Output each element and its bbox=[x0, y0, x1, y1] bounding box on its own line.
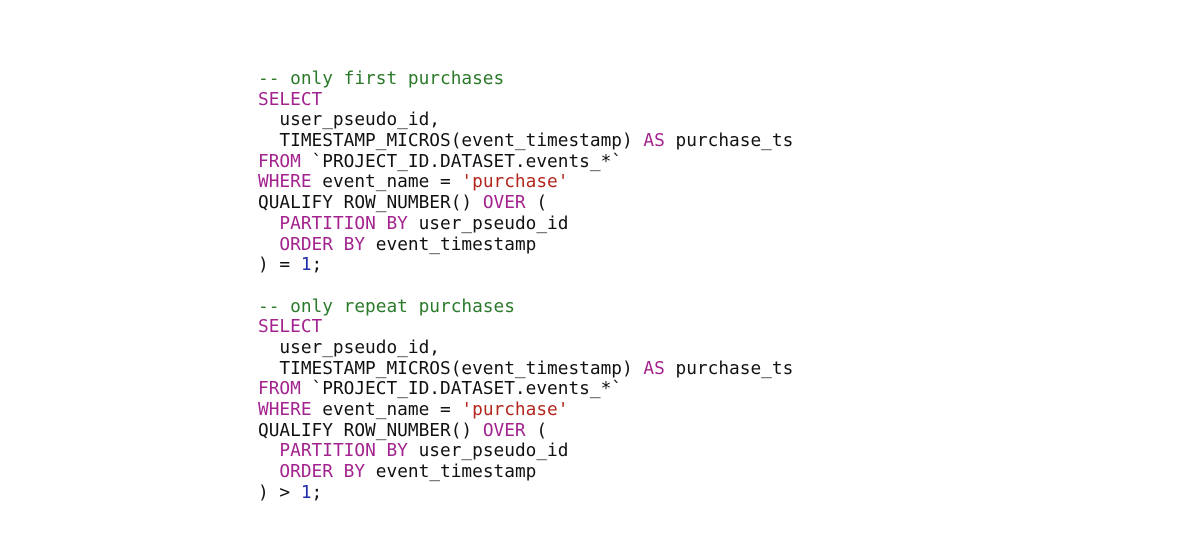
code-line: ORDER BY event_timestamp bbox=[258, 461, 793, 483]
code-line: TIMESTAMP_MICROS(event_timestamp) AS pur… bbox=[258, 130, 794, 152]
code-line: TIMESTAMP_MICROS(event_timestamp) AS pur… bbox=[258, 357, 794, 380]
comment-token: -- only first purchases bbox=[258, 68, 505, 89]
text-token bbox=[258, 213, 279, 234]
text-token: ( bbox=[525, 419, 548, 441]
text-token: user_pseudo_id bbox=[407, 212, 569, 234]
keyword-token: OVER bbox=[482, 419, 526, 441]
code-line: SELECT bbox=[258, 88, 793, 111]
text-token: ; bbox=[311, 481, 323, 503]
text-token: user_pseudo_id, bbox=[258, 336, 440, 358]
keyword-token: AS bbox=[643, 357, 665, 379]
code-line: FROM `PROJECT_ID.DATASET.events_*` bbox=[258, 150, 793, 173]
keyword-token: SELECT bbox=[258, 316, 323, 338]
text-token: QUALIFY ROW_NUMBER() bbox=[258, 419, 483, 441]
text-token: ) > bbox=[258, 481, 301, 503]
text-token: user_pseudo_id, bbox=[258, 109, 440, 131]
keyword-token: WHERE bbox=[258, 171, 312, 193]
keyword-token: OVER bbox=[482, 192, 526, 214]
code-line: ORDER BY event_timestamp bbox=[258, 233, 793, 256]
code-line: PARTITION BY user_pseudo_id bbox=[258, 441, 793, 462]
code-line: PARTITION BY user_pseudo_id bbox=[258, 212, 793, 235]
text-token: event_timestamp bbox=[365, 233, 537, 255]
keyword-token: PARTITION BY bbox=[279, 212, 408, 234]
keyword-token: FROM bbox=[258, 150, 301, 172]
code-line: ) = 1; bbox=[258, 254, 793, 276]
code-line: ) > 1; bbox=[258, 481, 793, 504]
text-token: `PROJECT_ID.DATASET.events_*` bbox=[300, 150, 622, 172]
text-token: purchase_ts bbox=[664, 130, 794, 152]
code-line: SELECT bbox=[258, 316, 793, 338]
text-token: user_pseudo_id bbox=[407, 440, 569, 462]
keyword-token: WHERE bbox=[258, 399, 312, 420]
text-token: ; bbox=[311, 254, 323, 276]
code-line: QUALIFY ROW_NUMBER() OVER ( bbox=[258, 419, 793, 442]
string-token: 'purchase' bbox=[461, 171, 569, 193]
code-line: FROM `PROJECT_ID.DATASET.events_*` bbox=[258, 378, 793, 400]
text-token bbox=[258, 461, 279, 482]
blank-line bbox=[258, 276, 793, 297]
code-line: user_pseudo_id, bbox=[258, 110, 793, 131]
number-token: 1 bbox=[300, 254, 312, 276]
keyword-token: PARTITION BY bbox=[279, 440, 408, 462]
code-comment-line: -- only first purchases bbox=[258, 68, 793, 90]
keyword-token: ORDER BY bbox=[279, 461, 366, 483]
code-line: QUALIFY ROW_NUMBER() OVER ( bbox=[258, 192, 793, 214]
text-token: event_name = bbox=[311, 399, 462, 420]
text-token bbox=[258, 234, 279, 255]
text-token: ) = bbox=[258, 254, 301, 276]
keyword-token: FROM bbox=[258, 378, 301, 400]
text-token: ( bbox=[525, 192, 548, 214]
string-token: 'purchase' bbox=[461, 399, 569, 420]
code-line: WHERE event_name = 'purchase' bbox=[258, 172, 793, 193]
text-token: purchase_ts bbox=[664, 357, 794, 379]
text-token: event_name = bbox=[311, 171, 462, 193]
code-line: WHERE event_name = 'purchase' bbox=[258, 399, 793, 421]
code-comment-line: -- only repeat purchases bbox=[258, 295, 793, 318]
keyword-token: ORDER BY bbox=[279, 233, 366, 255]
keyword-token: AS bbox=[643, 130, 665, 152]
text-token: TIMESTAMP_MICROS(event_timestamp) bbox=[258, 130, 644, 152]
text-token bbox=[258, 440, 279, 461]
text-token: `PROJECT_ID.DATASET.events_*` bbox=[300, 378, 622, 400]
text-token: QUALIFY ROW_NUMBER() bbox=[258, 192, 483, 214]
number-token: 1 bbox=[300, 481, 312, 503]
code-line: user_pseudo_id, bbox=[258, 336, 793, 359]
comment-token: -- only repeat purchases bbox=[258, 295, 515, 317]
keyword-token: SELECT bbox=[258, 88, 323, 110]
text-token: event_timestamp bbox=[365, 461, 537, 483]
text-token: TIMESTAMP_MICROS(event_timestamp) bbox=[258, 357, 644, 379]
